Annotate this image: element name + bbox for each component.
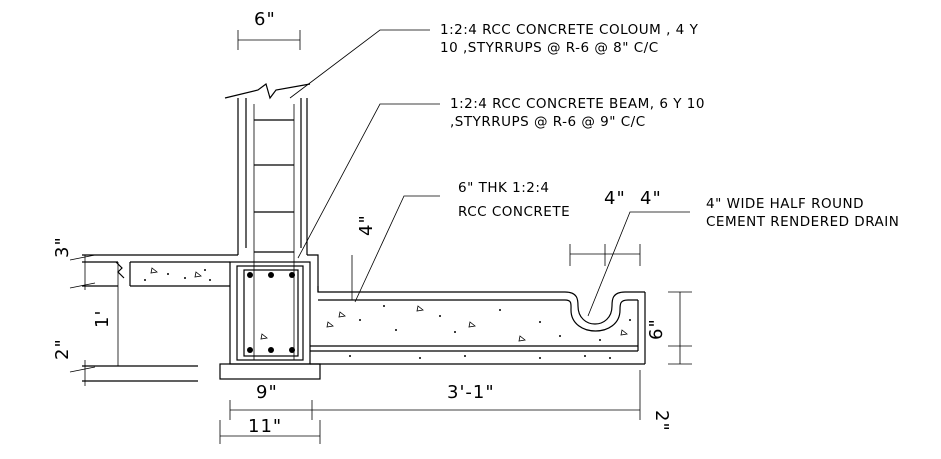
- rcc-slab: [307, 254, 646, 365]
- dim-beam-depth: 1': [92, 310, 113, 328]
- dim-base-height: 2": [52, 338, 73, 360]
- dim-slab-thickness: 6": [646, 318, 667, 340]
- dim-column-width: 6": [254, 9, 276, 30]
- left-plinth: [82, 254, 238, 382]
- dim-slab-length: 3'-1": [447, 382, 495, 403]
- dim-slab-offset: 4": [356, 214, 377, 236]
- drain-note-line1: 4" WIDE HALF ROUND: [706, 196, 864, 212]
- rcc-beam: [219, 261, 321, 380]
- dimension-labels: 6" 3" 1' 2" 4" 4" 4" 6" 9" 3'-1" 11" 2": [52, 9, 672, 437]
- concrete-hatch: [144, 267, 631, 359]
- dim-drain-width-b: 4": [640, 188, 662, 209]
- dim-drain-width-a: 4": [604, 188, 626, 209]
- column-note-line2: 10 ,STYRRUPS @ R-6 @ 8" C/C: [440, 40, 659, 56]
- beam-note-line2: ,STYRRUPS @ R-6 @ 9" C/C: [450, 114, 646, 130]
- dim-edge-height: 2": [651, 410, 672, 432]
- beam-note-line1: 1:2:4 RCC CONCRETE BEAM, 6 Y 10: [450, 96, 705, 112]
- slab-note-line1: 6" THK 1:2:4: [458, 180, 550, 196]
- drain-note-line2: CEMENT RENDERED DRAIN: [706, 214, 899, 230]
- annotation-labels: 1:2:4 RCC CONCRETE COLOUM , 4 Y 10 ,STYR…: [440, 22, 899, 230]
- rcc-column: [224, 82, 311, 360]
- column-note-line1: 1:2:4 RCC CONCRETE COLOUM , 4 Y: [440, 22, 699, 38]
- leader-lines: [289, 29, 690, 317]
- dim-beam-width: 9": [256, 382, 278, 403]
- dim-footing-width: 11": [248, 416, 282, 437]
- slab-note-line2: RCC CONCRETE: [458, 204, 570, 220]
- dimension-lines: [69, 30, 692, 444]
- dim-step-height: 3": [52, 236, 73, 258]
